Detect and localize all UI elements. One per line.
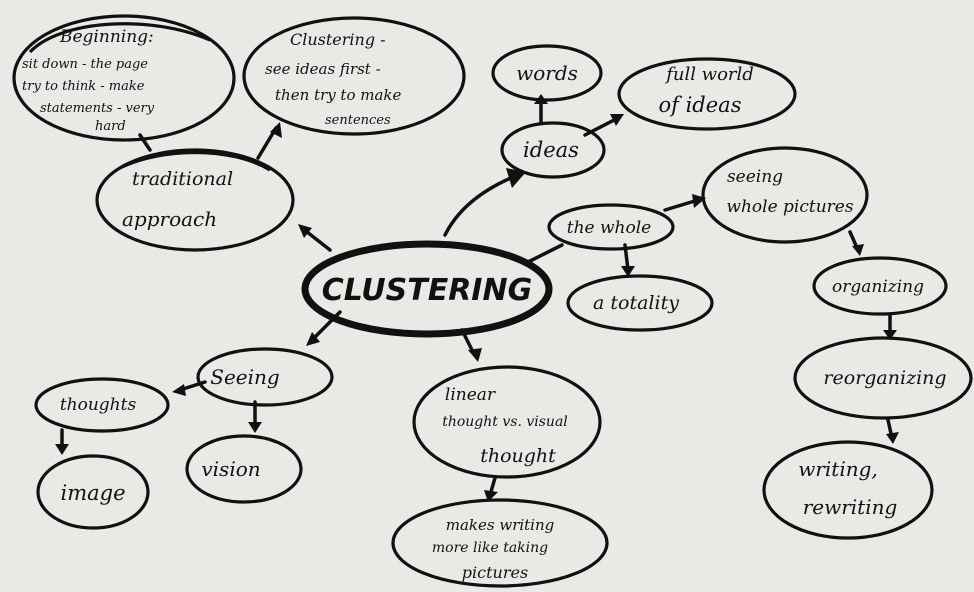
clustering-note-line-4: sentences bbox=[325, 113, 391, 128]
linear-line-3: thought bbox=[480, 445, 556, 467]
the-whole-label: the whole bbox=[567, 218, 651, 238]
arrowhead-ideas bbox=[506, 168, 526, 188]
beginning-line-5: hard bbox=[95, 119, 126, 134]
bubble-clustering-note bbox=[242, 16, 466, 136]
linear-line-2: thought vs. visual bbox=[442, 414, 568, 430]
arrowhead-full-world bbox=[610, 114, 624, 126]
arrowhead-image bbox=[55, 444, 69, 455]
arrow-beginning-to-traditional bbox=[138, 133, 152, 152]
arrowhead-totality bbox=[621, 266, 635, 277]
bubble-words bbox=[491, 44, 603, 102]
arrowhead-traditional bbox=[298, 224, 312, 238]
bubble-image bbox=[36, 454, 150, 530]
bubble-vision bbox=[185, 434, 303, 504]
bubble-the-whole bbox=[547, 203, 675, 251]
clustering-note-line-3: then try to make bbox=[275, 86, 402, 104]
makes-writing-line-2: more like taking bbox=[432, 540, 548, 556]
bubble-seeing bbox=[196, 347, 334, 407]
organizing-label: organizing bbox=[832, 277, 924, 297]
bubble-full-world bbox=[617, 57, 797, 131]
seeing-label: Seeing bbox=[210, 365, 279, 389]
arrowhead-vision bbox=[248, 422, 262, 433]
arrowhead-organizing bbox=[852, 244, 864, 256]
bubble-thoughts bbox=[34, 377, 170, 433]
beginning-line-2: sit down - the page bbox=[22, 57, 148, 72]
full-world-line-1: full world bbox=[664, 64, 754, 85]
reorganizing-label: reorganizing bbox=[823, 367, 946, 389]
labels: Beginning: sit down - the page try to th… bbox=[22, 27, 947, 582]
full-world-line-2: of ideas bbox=[659, 93, 742, 117]
seeing-pictures-line-1: seeing bbox=[727, 167, 783, 187]
arrow-center-to-the-whole bbox=[526, 243, 564, 264]
makes-writing-line-3: pictures bbox=[462, 563, 528, 582]
image-label: image bbox=[60, 481, 125, 505]
bubble-traditional-overstroke bbox=[119, 150, 271, 172]
thoughts-label: thoughts bbox=[60, 395, 137, 415]
bubble-organizing bbox=[812, 256, 948, 316]
ideas-label: ideas bbox=[523, 138, 579, 162]
arrowhead-thoughts bbox=[172, 384, 186, 396]
clustering-note-line-1: Clustering - bbox=[290, 30, 386, 49]
traditional-line-1: traditional bbox=[132, 168, 233, 190]
bubble-traditional bbox=[95, 148, 295, 252]
arrow-center-to-ideas bbox=[443, 173, 520, 237]
bubbles bbox=[12, 14, 973, 588]
makes-writing-line-1: makes writing bbox=[446, 516, 555, 534]
bubble-beginning bbox=[12, 14, 236, 142]
writing-line-2: rewriting bbox=[803, 495, 898, 519]
bubble-reorganizing bbox=[793, 336, 973, 420]
traditional-line-2: approach bbox=[122, 207, 217, 231]
bubble-makes-writing bbox=[391, 498, 609, 588]
vision-label: vision bbox=[201, 457, 260, 481]
arrowhead-seeing bbox=[306, 332, 320, 346]
bubble-writing bbox=[762, 440, 934, 540]
bubble-center bbox=[301, 240, 553, 338]
writing-line-1: writing, bbox=[798, 457, 878, 481]
arrow-whole-to-seeing-pictures bbox=[663, 198, 700, 212]
arrowhead-clustering-note bbox=[270, 122, 282, 138]
totality-label: a totality bbox=[593, 292, 679, 314]
beginning-line-4: statements - very bbox=[40, 101, 155, 116]
center-label: CLUSTERING bbox=[322, 273, 532, 308]
beginning-line-1: Beginning: bbox=[59, 27, 154, 47]
bubble-linear bbox=[412, 365, 602, 479]
arrowhead-linear bbox=[468, 348, 482, 362]
beginning-line-3: try to think - make bbox=[22, 79, 145, 94]
bubble-totality bbox=[566, 274, 714, 332]
arrowhead-reorganizing bbox=[883, 330, 897, 340]
linear-line-1: linear bbox=[445, 385, 496, 405]
seeing-pictures-line-2: whole pictures bbox=[726, 197, 853, 217]
bubble-seeing-pictures bbox=[701, 146, 869, 244]
arrowhead-writing bbox=[886, 432, 899, 444]
bubble-beginning-overstroke bbox=[28, 22, 211, 54]
bubble-ideas bbox=[500, 121, 606, 179]
clustering-note-line-2: see ideas first - bbox=[265, 60, 381, 78]
words-label: words bbox=[516, 61, 578, 85]
